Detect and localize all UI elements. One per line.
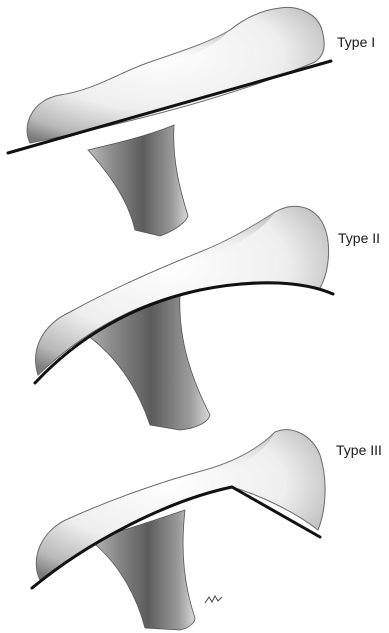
type-2-label: Type II	[338, 230, 380, 246]
type-1-panel: Type I	[8, 7, 375, 236]
type-1-label: Type I	[337, 34, 375, 50]
type-2-panel: Type II	[35, 206, 380, 430]
type-1-stalk	[88, 125, 188, 236]
type-3-panel: Type III	[32, 430, 382, 630]
artist-signature	[205, 596, 222, 603]
type-3-label: Type III	[336, 442, 382, 458]
